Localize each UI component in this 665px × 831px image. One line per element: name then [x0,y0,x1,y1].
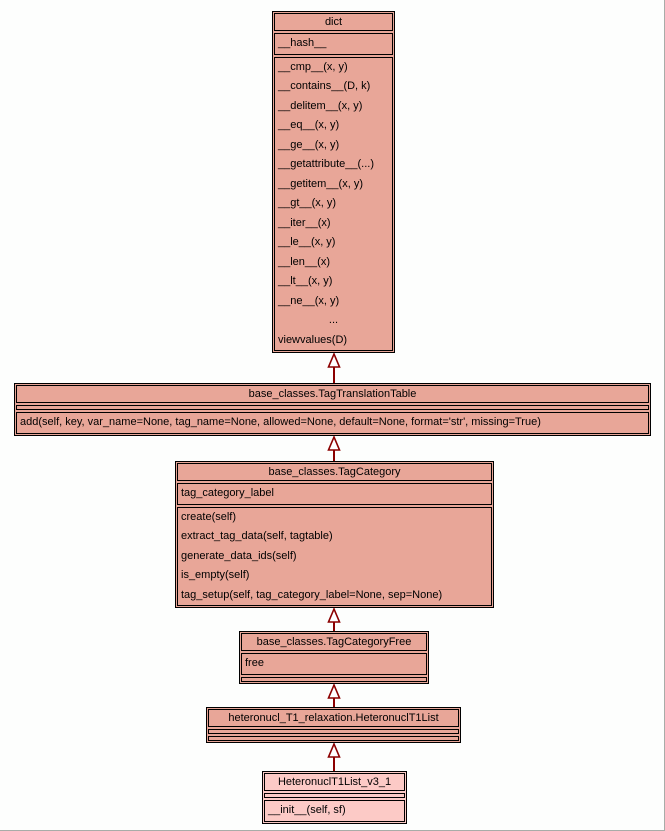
class-attributes [208,729,459,734]
class-box-heteronucl-t1-list[interactable]: heteronucl_T1_relaxation.HeteronuclT1Lis… [206,707,461,743]
inheritance-arrow [327,436,341,461]
member-row: __eq__(x, y) [278,119,340,131]
inheritance-arrow [327,608,341,631]
member-row: __delitem__(x, y) [278,99,363,112]
class-title: base_classes.TagTranslationTable [16,385,649,403]
member-row: __lt__(x, y) [278,275,333,287]
member-row: __iter__(x) [278,216,331,229]
member-row: free [245,657,264,669]
class-attributes: __hash__ [274,33,393,55]
class-methods [208,736,459,741]
class-methods: add(self, key, var_name=None, tag_name=N… [16,412,649,434]
member-row: __cmp__(x, y) [278,60,348,73]
member-row: __hash__ [278,37,327,49]
inheritance-arrow [327,743,341,771]
member-row: create(self) [181,510,237,523]
class-methods: __init__(self, sf) [264,800,405,822]
member-row: extract_tag_data(self, tagtable) [181,530,333,542]
member-row: __gt__(x, y) [278,197,337,209]
class-attributes [16,405,649,410]
class-box-tag-category-free[interactable]: base_classes.TagCategoryFree free [239,631,429,684]
member-row: __le__(x, y) [278,236,336,248]
member-row: tag_setup(self, tag_category_label=None,… [181,588,443,601]
inheritance-arrow [327,684,341,707]
member-row: __ge__(x, y) [278,138,340,151]
member-row: __getattribute__(...) [278,158,375,170]
member-row: ... [328,314,339,326]
member-row: add(self, key, var_name=None, tag_name=N… [20,416,541,428]
class-box-tag-translation-table[interactable]: base_classes.TagTranslationTable add(sel… [14,383,651,436]
class-title: dict [274,13,393,31]
member-row: __contains__(D, k) [278,80,371,92]
member-row: __getitem__(x, y) [278,177,363,190]
inheritance-arrow [327,353,341,383]
class-methods: __cmp__(x, y) __contains__(D, k) __delitem… [274,56,393,351]
class-attributes [264,793,405,798]
class-title: base_classes.TagCategoryFree [241,633,427,651]
member-row: tag_category_label [181,487,274,499]
class-attributes: free [241,653,427,675]
class-title: heteronucl_T1_relaxation.HeteronuclT1Lis… [208,709,459,727]
class-title: base_classes.TagCategory [177,463,492,481]
member-row: __len__(x) [278,255,330,268]
class-attributes: tag_category_label [177,483,492,505]
member-row: __init__(self, sf) [268,804,346,816]
class-methods: create(self) extract_tag_data(self, tagta… [177,506,492,606]
member-row: is_empty(self) [181,569,250,581]
class-box-heteronucl-t1-list-v3-1[interactable]: HeteronuclT1List_v3_1 __init__(self, sf) [262,771,407,824]
class-box-dict[interactable]: dict __hash__ __cmp__(x, y) __contains__(… [272,11,395,353]
member-row: viewvalues(D) [278,333,348,346]
member-row: generate_data_ids(self) [181,549,297,562]
class-methods [241,676,427,682]
class-title: HeteronuclT1List_v3_1 [264,773,405,791]
member-row: __ne__(x, y) [278,294,340,307]
class-box-tag-category[interactable]: base_classes.TagCategory tag_category_la… [175,461,494,608]
